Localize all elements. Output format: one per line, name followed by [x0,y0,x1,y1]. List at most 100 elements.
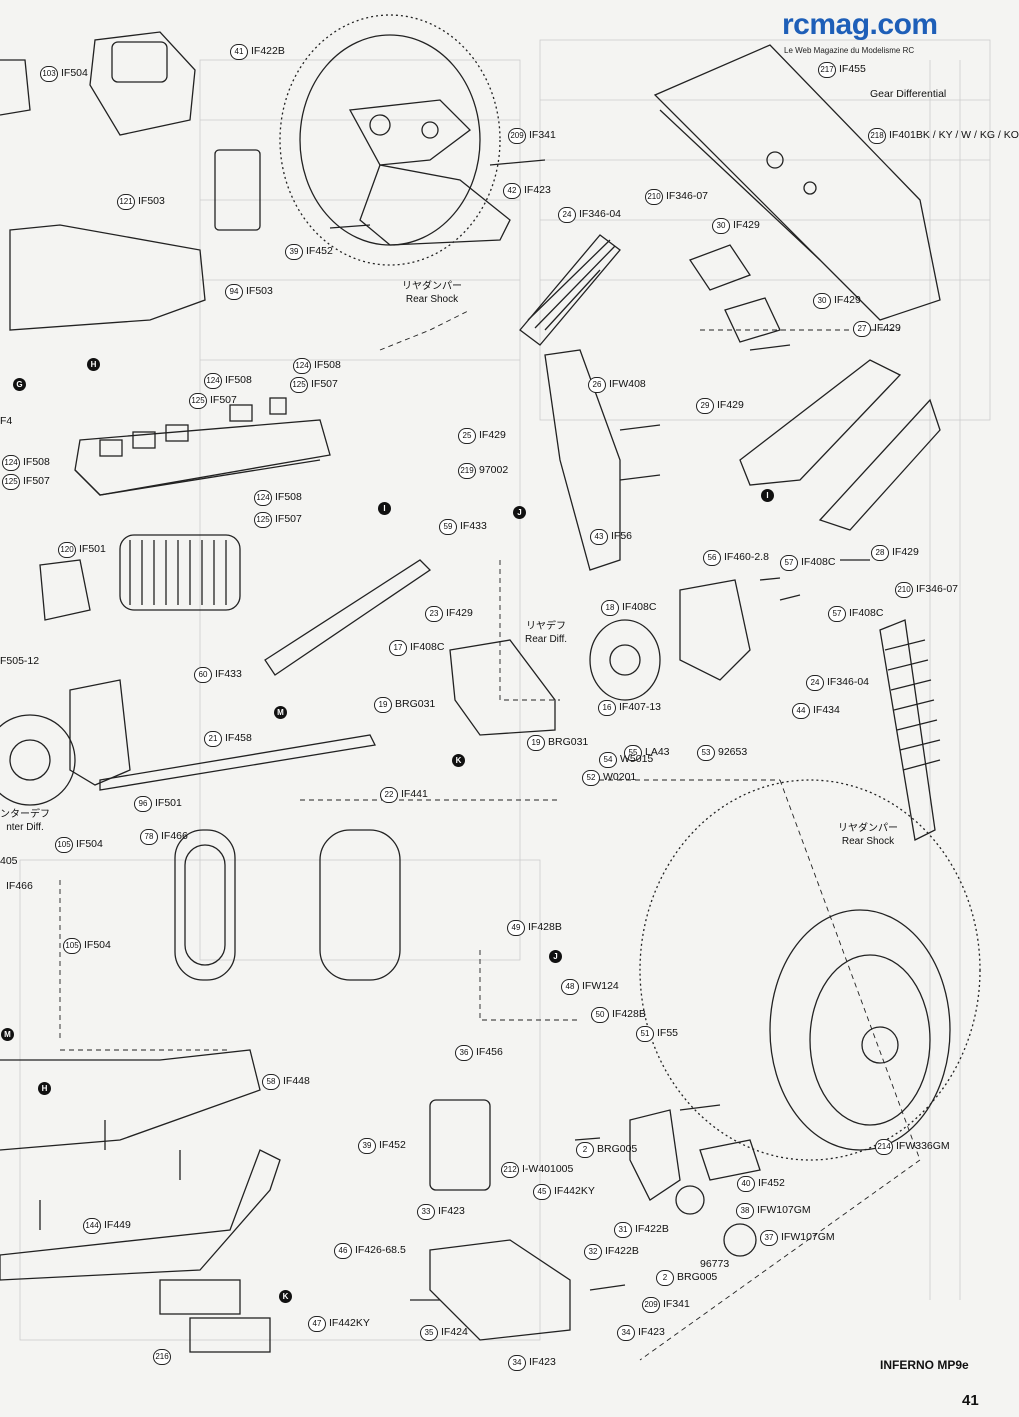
callout-number: 17 [389,640,407,656]
callout-part-code: IF448 [283,1075,310,1087]
callout-number: 42 [503,183,521,199]
callout-number: 125 [2,474,20,490]
callout-number: 24 [558,207,576,223]
callout-part-code: BRG005 [597,1143,638,1155]
callout-part-code: IF422B [635,1223,669,1235]
callout-part-code: 96773 [700,1258,730,1270]
connection-marker: J [549,950,562,963]
logo-title: rcmag.com [782,8,938,41]
callout-number: 57 [828,606,846,622]
exploded-parts-diagram: rcmag.com Le Web Magazine du Modelisme R… [0,8,1019,1409]
callout-number: 23 [425,606,443,622]
callout-number: 209 [508,128,526,144]
edge-text: Gear Differential [870,88,947,100]
callout-part-code: IF424 [441,1326,468,1338]
callout-part-code: IF422B [251,45,285,57]
edge-text: F505-12 [0,655,40,667]
callout-part-code: IF507 [275,513,302,525]
assembly-label-en: nter Diff. [6,822,44,833]
callout-number: 40 [737,1176,755,1192]
callout-number: 218 [868,128,886,144]
callout-number: 125 [290,377,308,393]
rcmag-logo[interactable]: rcmag.com Le Web Magazine du Modelisme R… [782,8,982,70]
callout-number: 50 [591,1007,609,1023]
callout-part-code: IF508 [225,374,252,386]
callout-number: 48 [561,979,579,995]
callout-number: 43 [590,529,608,545]
connection-marker: G [13,378,26,391]
callout-part-code: IF428B [612,1008,646,1020]
callout-number: 219 [458,463,476,479]
callout-part-code: IF452 [758,1177,785,1189]
callout-number: 37 [760,1230,778,1246]
callout-part-code: IF408C [849,607,884,619]
callout-part-code: IF434 [813,704,840,716]
logo-subtitle: Le Web Magazine du Modelisme RC [784,46,915,55]
callout-number: 121 [117,194,135,210]
callout-number: 18 [601,600,619,616]
connection-marker: J [513,506,526,519]
callout-number: 26 [588,377,606,393]
callout-part-code: IF503 [246,285,273,297]
callout-number: 103 [40,66,58,82]
callout-number: 38 [736,1203,754,1219]
callout-part-code: IF428B [528,921,562,933]
assembly-label-jp: リヤデフ [526,621,567,632]
callout-number: 124 [2,455,20,471]
callout-number: 46 [334,1243,352,1259]
connection-marker: H [38,1082,51,1095]
callout-number: 55 [624,745,642,761]
callout-part-code: BRG031 [395,698,436,710]
callout-number: 27 [853,321,871,337]
callout-number: 22 [380,787,398,803]
callout-part-code: IF456 [476,1046,503,1058]
connection-marker: H [87,358,100,371]
callout-part-code: IF56 [611,530,633,542]
callout-part-code: IF429 [892,546,919,558]
callout-number: 31 [614,1222,632,1238]
callout-number: 52 [582,770,600,786]
connection-marker: M [274,706,287,719]
callout-part-code: IF441 [401,788,428,800]
callout-part-code: IF452 [306,245,333,257]
callout-number: 59 [439,519,457,535]
callout-number: 19 [527,735,545,751]
callout-number: 19 [374,697,392,713]
callout-number: 35 [420,1325,438,1341]
callout-part-code: IF429 [874,322,901,334]
connection-marker: I [378,502,391,515]
callout-part-code: IF423 [524,184,551,196]
